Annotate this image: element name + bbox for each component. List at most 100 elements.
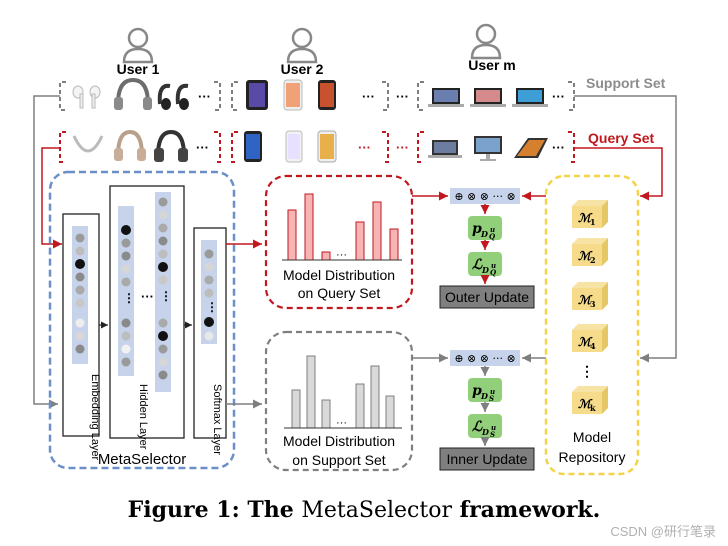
ellipsis: ···	[552, 140, 565, 155]
svg-text:⋮: ⋮	[160, 289, 172, 303]
embedding-nodes	[75, 233, 85, 354]
laptop-icon	[512, 88, 548, 107]
neckband-earphones-icon	[72, 135, 104, 153]
support-ops-bar	[450, 350, 520, 366]
user-2-icon	[286, 27, 318, 64]
model-cube-k	[572, 386, 608, 414]
model-3-index: 3	[590, 299, 596, 309]
earbuds-icon	[157, 83, 189, 110]
convertible-laptop-icon	[514, 138, 548, 158]
model-cube-2	[572, 238, 608, 266]
l-query-node	[468, 252, 502, 276]
p-support-symbol: p	[472, 383, 482, 399]
ellipsis: ···	[196, 140, 209, 155]
model-2-index: 2	[590, 255, 596, 265]
query-set-row: ··· ··· ···	[59, 129, 654, 163]
watermark: CSDN @研行笔录	[610, 524, 716, 539]
ellipsis: ···	[552, 89, 565, 104]
p-query-node	[468, 216, 502, 240]
query-distribution-box	[264, 174, 414, 310]
query-distribution-bars	[282, 193, 402, 261]
phone-icon	[317, 130, 337, 163]
ellipsis: ···	[396, 140, 409, 155]
support-to-repo-arrow	[574, 95, 677, 363]
model-2-symbol: ℳ	[578, 249, 593, 263]
user-1-label: User 1	[117, 61, 160, 77]
inner-update-box	[439, 447, 535, 471]
p-query-sub-d: D	[480, 229, 488, 239]
user-1-icon	[122, 27, 154, 64]
bars-ellipsis: ···	[336, 417, 347, 429]
p-support-node	[468, 378, 502, 402]
model-cube-3	[572, 282, 608, 310]
l-query-sub-q: Q	[490, 268, 496, 277]
caption-name: MetaSelector	[301, 498, 452, 523]
svg-text:⋮: ⋮	[206, 300, 218, 314]
p-support-sub-s: S	[489, 394, 494, 403]
outer-update-label: Outer Update	[445, 289, 529, 305]
support-ops-symbols: ⊕ ⊗ ⊗ ··· ⊗	[454, 352, 515, 365]
model-k-index: k	[590, 403, 596, 413]
support-set-label: Support Set	[586, 75, 666, 91]
support-set-row: ··· ··· ···	[59, 75, 666, 111]
caption-prefix: Figure 1: The	[128, 497, 302, 523]
inner-update-label: Inner Update	[447, 451, 528, 467]
laptop-icon	[428, 88, 464, 107]
l-support-sub-d: D	[481, 427, 489, 437]
l-query-symbol: ℒ	[472, 257, 483, 273]
tablet-icon	[246, 80, 268, 110]
softmax-nodes: ⋮	[204, 249, 218, 341]
query-input-arrow	[41, 147, 62, 249]
user-2-label: User 2	[281, 61, 324, 77]
headphones-icon	[154, 129, 188, 162]
outer-update-box	[439, 285, 535, 309]
model-1-symbol: ℳ	[578, 211, 593, 225]
l-query-sup-u: u	[491, 261, 496, 270]
user-m-icon	[470, 23, 502, 60]
model-1-index: 1	[590, 217, 596, 227]
figure-caption: Figure 1: The MetaSelector framework.	[128, 497, 601, 523]
model-4-symbol: ℳ	[578, 335, 593, 349]
p-query-sup-u: u	[490, 225, 495, 234]
headphones-icon	[114, 77, 152, 110]
repository-label-2: Repository	[559, 449, 626, 465]
model-4-index: 4	[590, 341, 596, 351]
query-ops-symbols: ⊕ ⊗ ⊗ ··· ⊗	[454, 190, 515, 203]
support-distribution-label-1: Model Distribution	[283, 433, 395, 449]
l-query-sub-d: D	[481, 265, 489, 275]
repository-dots: ⋮	[580, 364, 594, 380]
support-input-arrow	[33, 95, 60, 409]
query-to-repo-arrow	[574, 147, 663, 201]
desktop-monitor-icon	[474, 136, 502, 161]
ellipsis: ···	[396, 89, 409, 104]
phone-icon	[285, 130, 303, 163]
l-support-symbol: ℒ	[472, 419, 483, 435]
embedding-layer-label: Embedding Layer	[89, 374, 101, 461]
bars-ellipsis: ···	[336, 249, 347, 261]
metaselector-box	[48, 170, 236, 470]
model-3-symbol: ℳ	[578, 293, 593, 307]
repository-label-1: Model	[573, 429, 611, 445]
softmax-layer-label: Softmax Layer	[211, 384, 223, 455]
l-support-node	[468, 414, 502, 438]
query-set-label: Query Set	[588, 130, 654, 146]
support-distribution-label-2: on Support Set	[292, 452, 386, 468]
laptop-icon	[428, 140, 462, 158]
model-cube-4	[572, 324, 608, 352]
embedding-vector	[72, 226, 88, 364]
headphones-icon	[114, 129, 146, 161]
p-query-symbol: p	[472, 221, 482, 237]
hidden-layer-label: Hidden Layer	[137, 384, 149, 450]
svg-text:⋮: ⋮	[123, 291, 135, 305]
p-query-sub-q: Q	[489, 232, 495, 241]
l-support-sub-s: S	[490, 430, 495, 439]
support-distribution-box	[264, 330, 414, 472]
query-distribution-label-2: on Query Set	[298, 285, 381, 301]
phone-icon	[244, 131, 262, 162]
laptop-icon	[470, 88, 506, 107]
model-repository-box	[544, 174, 640, 476]
ellipsis: ···	[358, 140, 371, 155]
model-k-symbol: ℳ	[578, 397, 593, 411]
ellipsis: ···	[198, 89, 211, 104]
